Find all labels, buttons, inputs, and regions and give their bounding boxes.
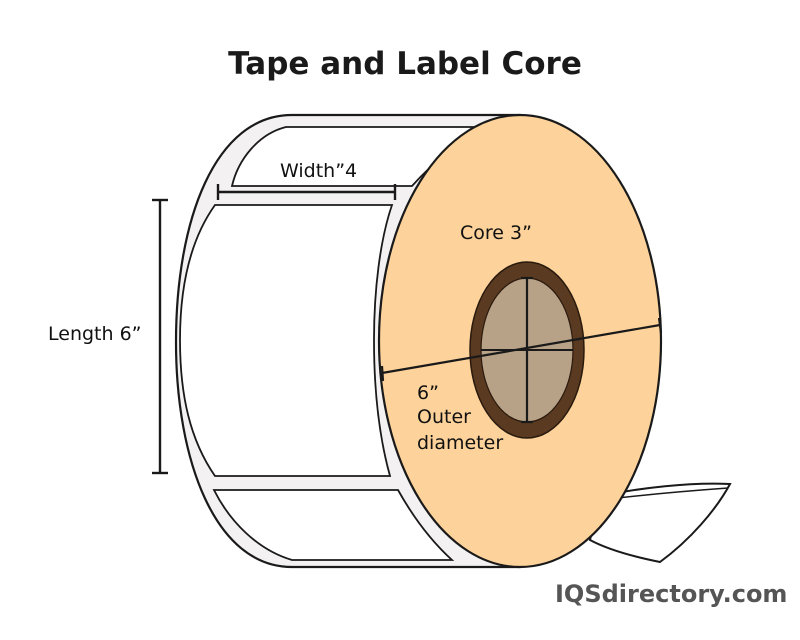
bottom-label [212,489,455,561]
diagram-title: Tape and Label Core [228,46,582,82]
outer-diameter-label-line1: Outer [417,406,471,428]
outer-diameter-line [381,323,661,375]
liner-tail [588,482,732,564]
length-label: Length 6” [48,323,142,345]
outer-diameter-cap-right [657,317,663,334]
outer-diameter-cap-left [380,365,385,382]
middle-label [179,204,394,477]
watermark: IQSdirectory.com [555,580,787,608]
core-label: Core 3” [460,222,532,244]
outer-diameter-value: 6” [417,382,439,404]
width-label: Width”4 [280,160,357,182]
outer-diameter-label-line2: diameter [417,432,503,454]
